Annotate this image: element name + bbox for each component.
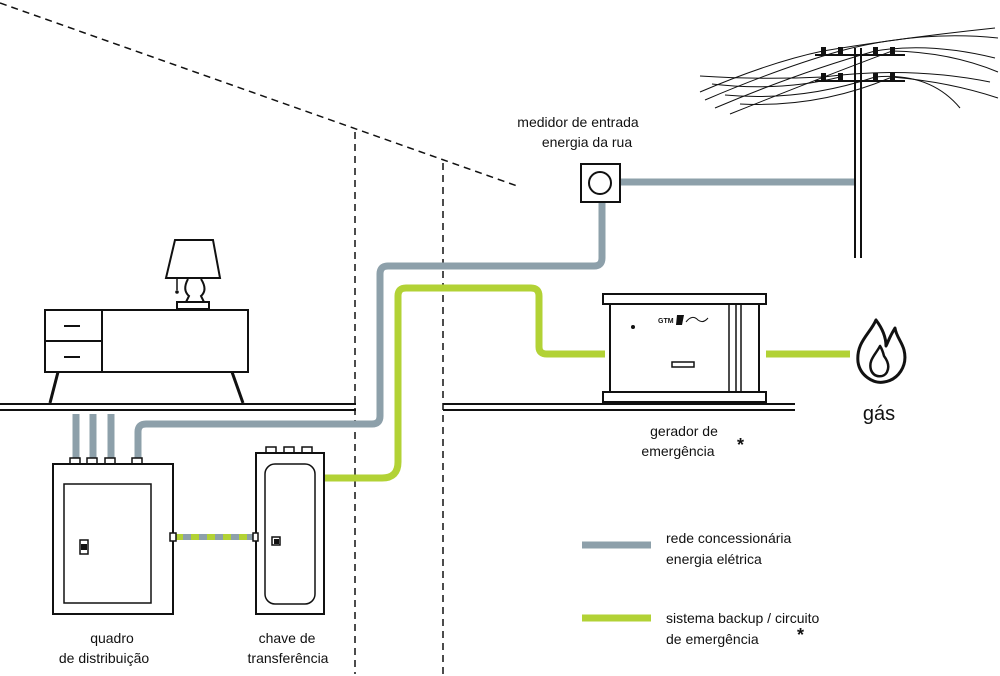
generator-label-line1: gerador de [650, 423, 718, 439]
electric-meter-icon [580, 163, 621, 203]
generator-label-line2: emergência [641, 443, 714, 459]
switch-label-line2: transferência [248, 650, 329, 666]
flame-icon [856, 318, 907, 384]
generator-brand-logo: GTM [658, 318, 674, 325]
lamp-icon [164, 239, 222, 310]
switch-label-line1: chave de [259, 630, 316, 646]
legend-utility-line1: rede concessionária [666, 530, 792, 546]
meter-label-line1: medidor de entrada [517, 114, 639, 130]
panel-label-line2: de distribuição [59, 650, 149, 666]
dresser [44, 309, 249, 404]
generator-brand-mark [676, 315, 684, 325]
panel-label-line1: quadro [90, 630, 134, 646]
backup-line-switch-to-generator [324, 284, 605, 482]
legend-utility-line2: energia elétrica [666, 551, 762, 567]
utility-line-meter-to-panel [134, 201, 606, 460]
outdoor-ground [443, 403, 795, 411]
meter-label-line2: energia da rua [542, 134, 633, 150]
roof-line [0, 2, 521, 188]
legend-backup-note: * [797, 625, 804, 645]
indoor-floor [0, 403, 356, 411]
generator: GTM [602, 293, 767, 403]
generator-brand-script [685, 316, 709, 323]
legend-backup-line1: sistema backup / circuito [666, 610, 819, 626]
distribution-panel [52, 457, 177, 615]
legend-backup-line2: de emergência [666, 631, 759, 647]
transfer-switch [252, 446, 325, 615]
gas-label: gás [863, 403, 895, 425]
utility-pole-icon [699, 27, 999, 258]
legend: rede concessionária energia elétrica sis… [582, 530, 819, 647]
generator-note-asterisk: * [737, 435, 744, 455]
